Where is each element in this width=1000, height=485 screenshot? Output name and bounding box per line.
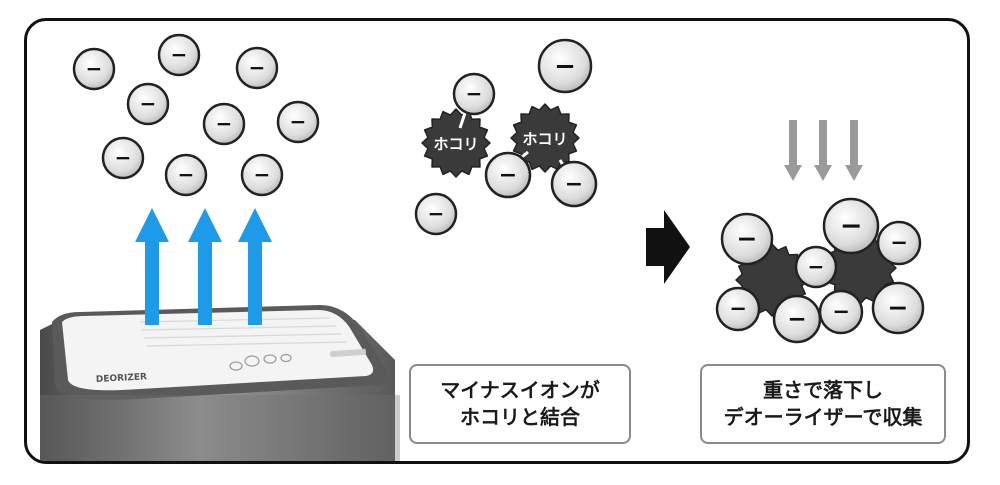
ion-minus-symbol: − <box>737 224 758 253</box>
caption-left-line2: ホコリと結合 <box>460 405 580 429</box>
negative-ion: − <box>164 153 208 197</box>
negative-ion: − <box>157 33 201 77</box>
ion-minus-symbol: − <box>178 162 195 186</box>
dust-label: ホコリ <box>522 130 567 148</box>
negative-ion: − <box>550 160 598 208</box>
ion-minus-symbol: − <box>787 306 806 332</box>
down-arrow-icon <box>845 120 863 181</box>
negative-ion: − <box>876 220 922 266</box>
upward-airflow-arrows <box>135 208 272 325</box>
down-arrow-icon <box>814 120 832 181</box>
ion-minus-symbol: − <box>808 254 825 278</box>
ion-minus-symbol: − <box>565 172 583 197</box>
ion-minus-symbol: − <box>249 55 266 79</box>
ion-minus-symbol: − <box>86 56 103 80</box>
ion-minus-symbol: − <box>216 111 233 135</box>
negative-ion: − <box>871 281 925 335</box>
negative-ion: − <box>240 153 284 197</box>
negative-ion: − <box>794 245 838 289</box>
dust-particle: ホコリ <box>421 108 491 178</box>
ion-minus-symbol: − <box>554 51 576 81</box>
ion-minus-symbol: − <box>140 91 157 115</box>
caption-right-line2: デオーライザーで収集 <box>723 405 923 429</box>
negative-ion: − <box>72 47 116 91</box>
ion-minus-symbol: − <box>499 163 517 188</box>
negative-ion-cloud: − − − − − − − − − <box>72 33 320 197</box>
device-brand-label: DEORIZER <box>96 372 148 385</box>
negative-ion: − <box>452 72 496 116</box>
ion-minus-symbol: − <box>888 293 909 322</box>
negative-ion: − <box>537 38 593 94</box>
up-arrow-icon <box>238 208 272 325</box>
falling-arrows <box>784 120 863 181</box>
negative-ion: − <box>101 136 145 180</box>
ion-minus-symbol: − <box>290 109 307 133</box>
caption-dust-falls-collected: 重さで落下し デオーライザーで収集 <box>700 364 946 444</box>
dust-particle: ホコリ <box>510 103 580 173</box>
up-arrow-icon <box>135 208 169 325</box>
negative-ion: − <box>822 197 880 255</box>
negative-ion: − <box>202 102 246 146</box>
up-arrow-icon <box>188 208 222 325</box>
ion-minus-symbol: − <box>832 300 850 324</box>
ions-binding-dust: − − − − − <box>414 38 598 236</box>
ion-minus-symbol: − <box>428 201 445 225</box>
ions-on-dust-clump: −−−−−−−− <box>715 197 925 344</box>
ion-minus-symbol: − <box>466 81 483 105</box>
ion-minus-symbol: − <box>890 231 908 255</box>
ion-minus-symbol: − <box>115 145 132 169</box>
air-purifier-device: DEORIZER <box>40 305 400 461</box>
ion-minus-symbol: − <box>729 297 747 321</box>
negative-ion: − <box>276 100 320 144</box>
negative-ion: − <box>235 46 279 90</box>
negative-ion: − <box>126 82 170 126</box>
negative-ion: − <box>720 212 774 266</box>
device-control-buttons <box>229 353 292 371</box>
caption-ions-bind-dust: マイナスイオンが ホコリと結合 <box>409 364 631 444</box>
caption-left-line1: マイナスイオンが <box>440 378 600 402</box>
dust-label: ホコリ <box>433 135 478 153</box>
dust-particles: ホコリ ホコリ <box>421 103 580 178</box>
ion-minus-symbol: − <box>840 211 863 242</box>
ion-minus-symbol: − <box>171 42 188 66</box>
negative-ion: − <box>818 289 864 335</box>
down-arrow-icon <box>784 120 802 181</box>
ion-minus-symbol: − <box>254 162 271 186</box>
negative-ion: − <box>414 192 458 236</box>
step-arrow-icon <box>646 210 690 284</box>
negative-ion: − <box>715 286 761 332</box>
negative-ion: − <box>772 294 822 344</box>
negative-ion: − <box>484 151 532 199</box>
caption-right-line1: 重さで落下し <box>763 378 883 402</box>
